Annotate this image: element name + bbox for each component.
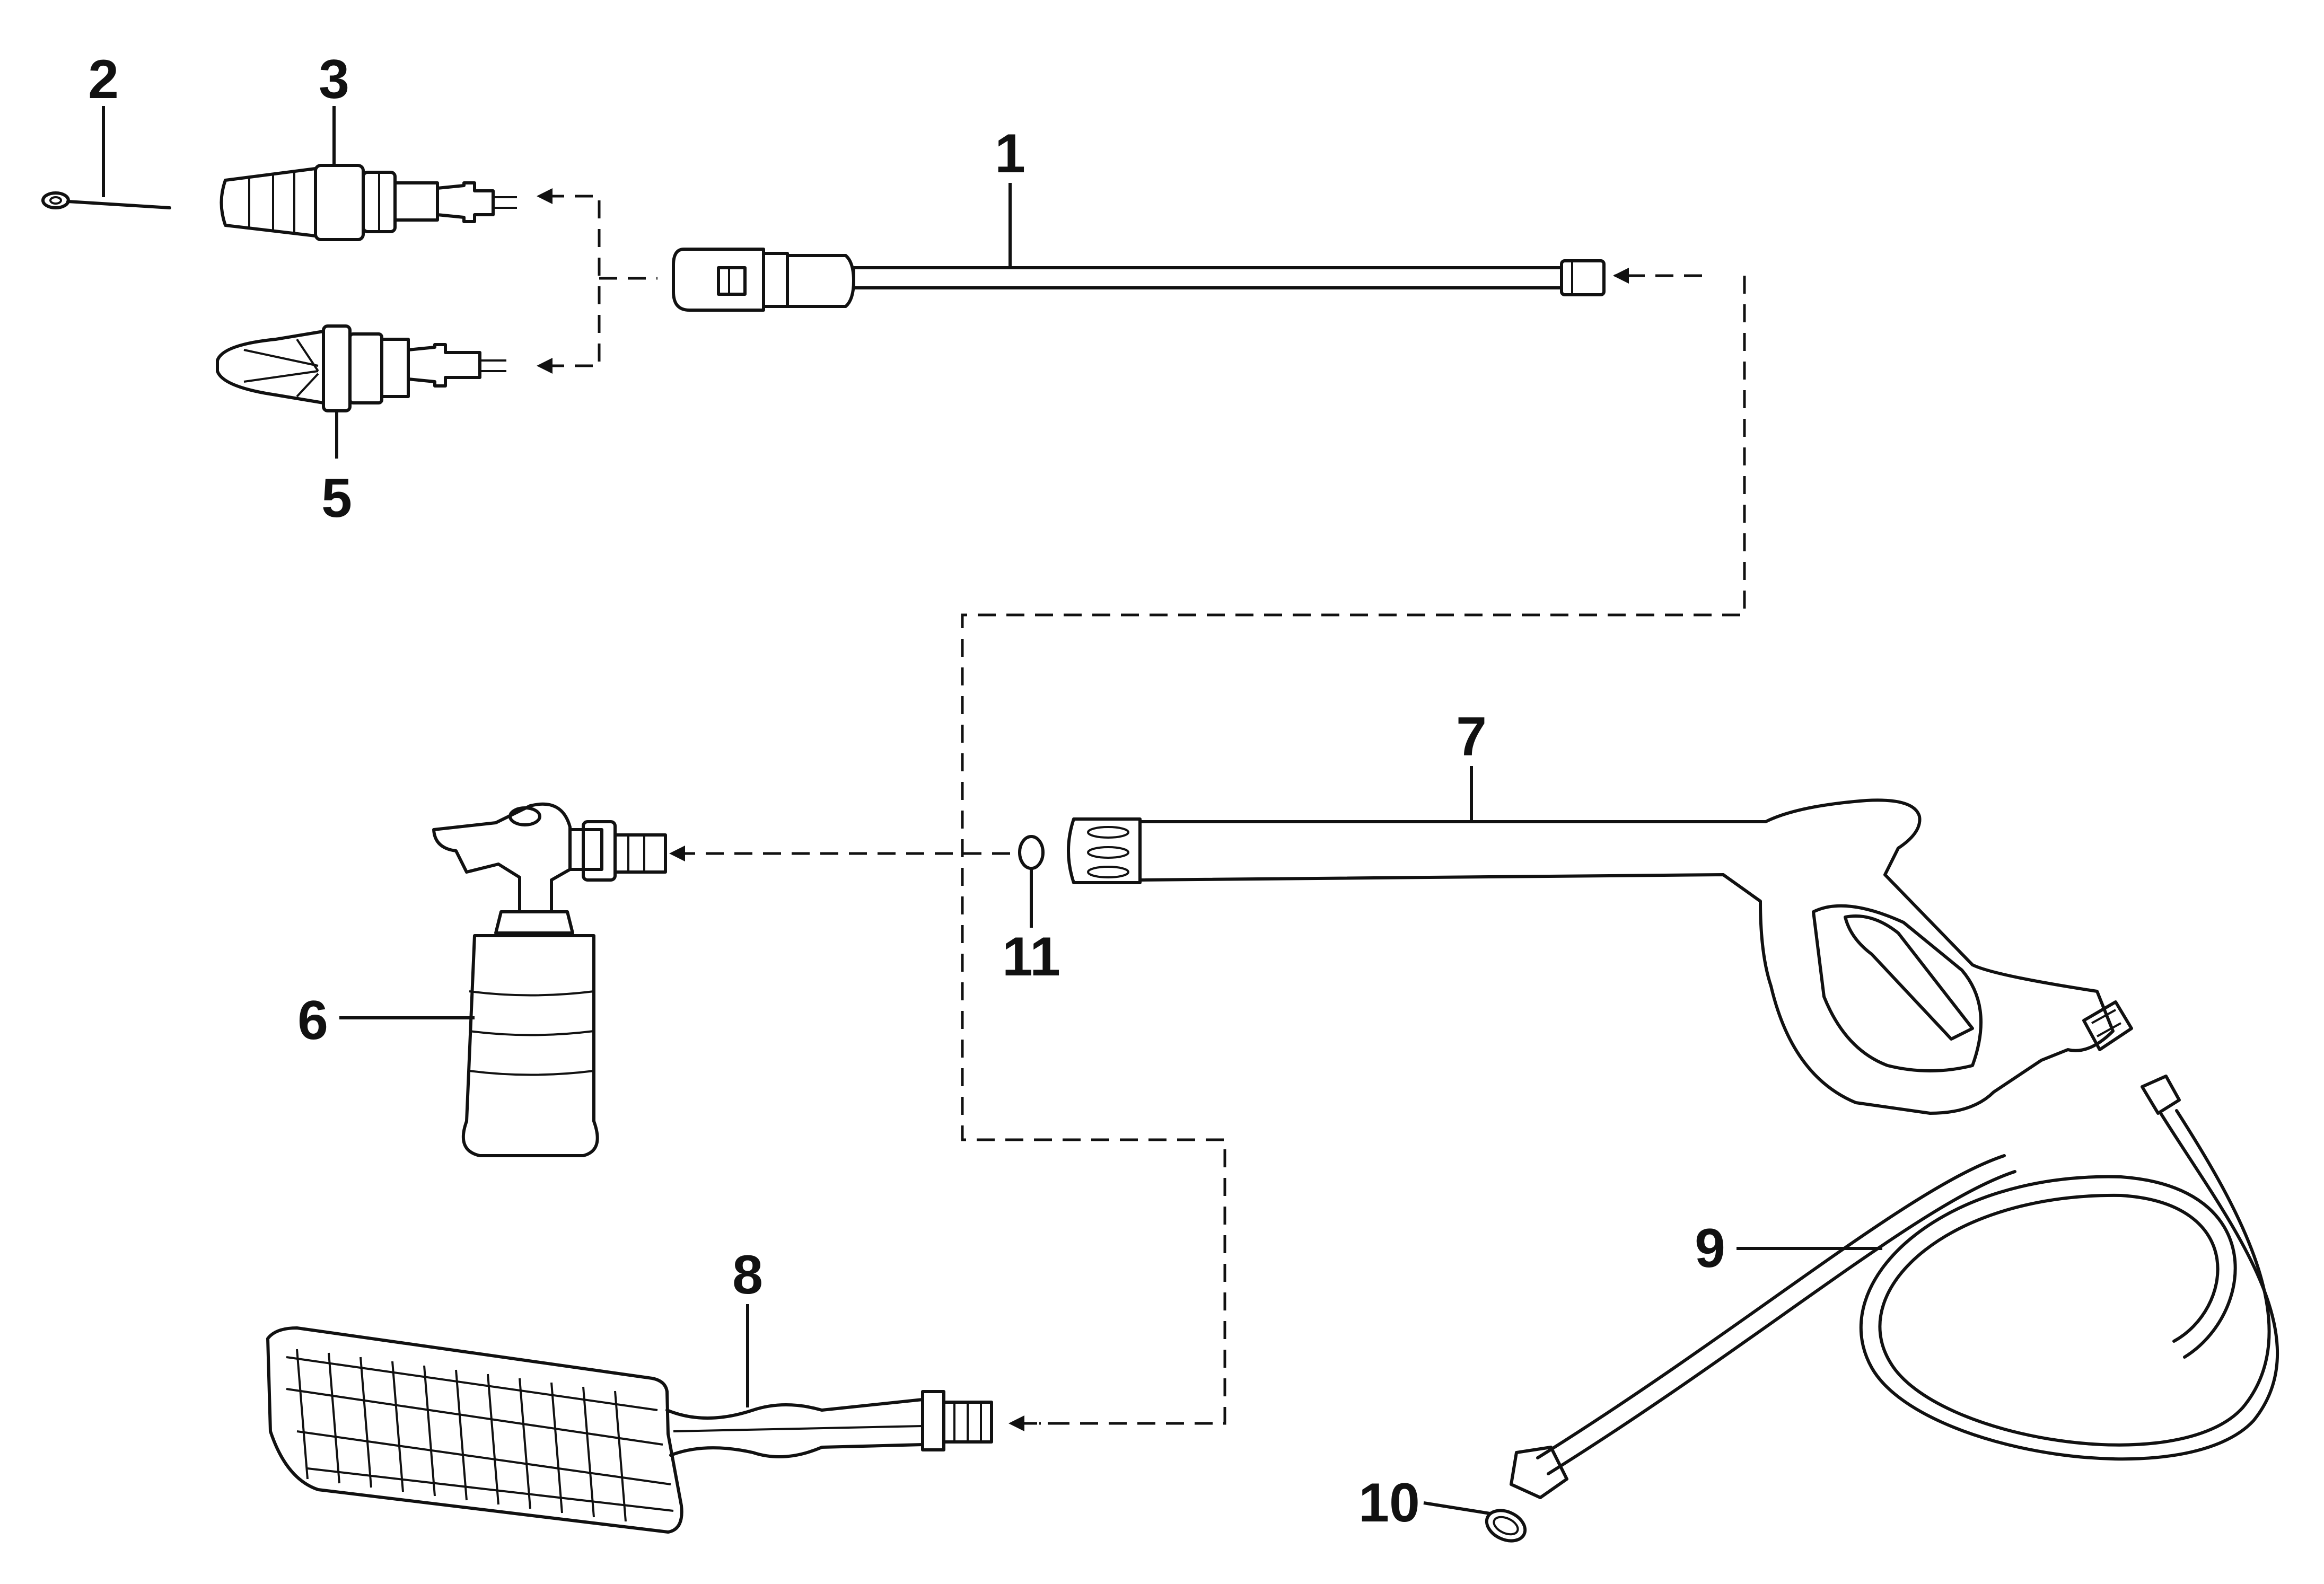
connector-lance-to-brush: [961, 276, 1746, 1425]
part-8-washing-brush: [266, 1326, 993, 1534]
part-5-turbo-nozzle: [216, 324, 506, 412]
part-number-labels: 2 3 1 5 6 7 11 8 9 10: [88, 49, 1725, 1534]
label-part-7: 7: [1456, 706, 1487, 768]
assembly-connection-lines: [537, 188, 1746, 1431]
label-part-3: 3: [319, 49, 349, 110]
label-part-5: 5: [321, 468, 352, 529]
label-part-10: 10: [1358, 1472, 1420, 1534]
part-7-trigger-gun: [1067, 798, 2133, 1115]
leader-lines: [102, 106, 1882, 1515]
label-part-1: 1: [995, 123, 1025, 184]
leader-10: [1423, 1501, 1490, 1515]
label-part-6: 6: [297, 990, 328, 1051]
part-6-foam-bottle: [432, 802, 667, 1157]
label-part-9: 9: [1695, 1218, 1725, 1279]
part-10-washer: [1485, 1509, 1527, 1543]
part-1-spray-lance: [672, 248, 1606, 312]
part-9-hose: [1510, 1075, 2279, 1499]
label-part-8: 8: [732, 1244, 763, 1306]
label-part-2: 2: [88, 49, 119, 110]
connector-nozzle-bracket: [546, 195, 657, 367]
label-part-11: 11: [1002, 926, 1060, 988]
part-3-adjustable-nozzle: [220, 164, 517, 241]
part-2-cleaning-pin: [41, 191, 171, 209]
part-11-o-ring: [1018, 835, 1045, 870]
